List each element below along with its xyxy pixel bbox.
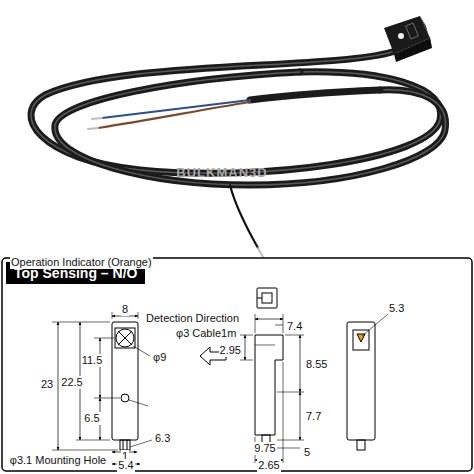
watermark: BULKMAN3D — [175, 166, 268, 179]
dimension: 23 — [40, 378, 54, 391]
dimension: φ9 — [152, 351, 167, 364]
dimension: 5.4 — [117, 459, 134, 472]
dimension: 6.3 — [154, 432, 171, 445]
dimension: 11.5 — [81, 354, 104, 367]
dimension: 2.95 — [219, 344, 242, 357]
callout-text: φ3 Cable1m — [175, 327, 237, 340]
label: Operation Indicator (Orange) — [10, 256, 153, 269]
dimension: 22.5 — [60, 376, 83, 389]
dimension: 8.55 — [305, 358, 328, 371]
dimension: 7.7 — [305, 410, 322, 423]
dimension: 9.75 — [253, 442, 276, 455]
dimension: 8 — [121, 303, 129, 316]
dimension: Detection Direction — [145, 312, 240, 325]
dimension: 7.4 — [286, 320, 303, 333]
dimension: 5 — [303, 446, 311, 459]
dimension: 2.65 — [257, 459, 280, 472]
callout-text: 5.3 — [388, 302, 405, 315]
dimension: φ3.1 Mounting Hole — [9, 454, 107, 467]
dimension: 6.5 — [83, 412, 100, 425]
